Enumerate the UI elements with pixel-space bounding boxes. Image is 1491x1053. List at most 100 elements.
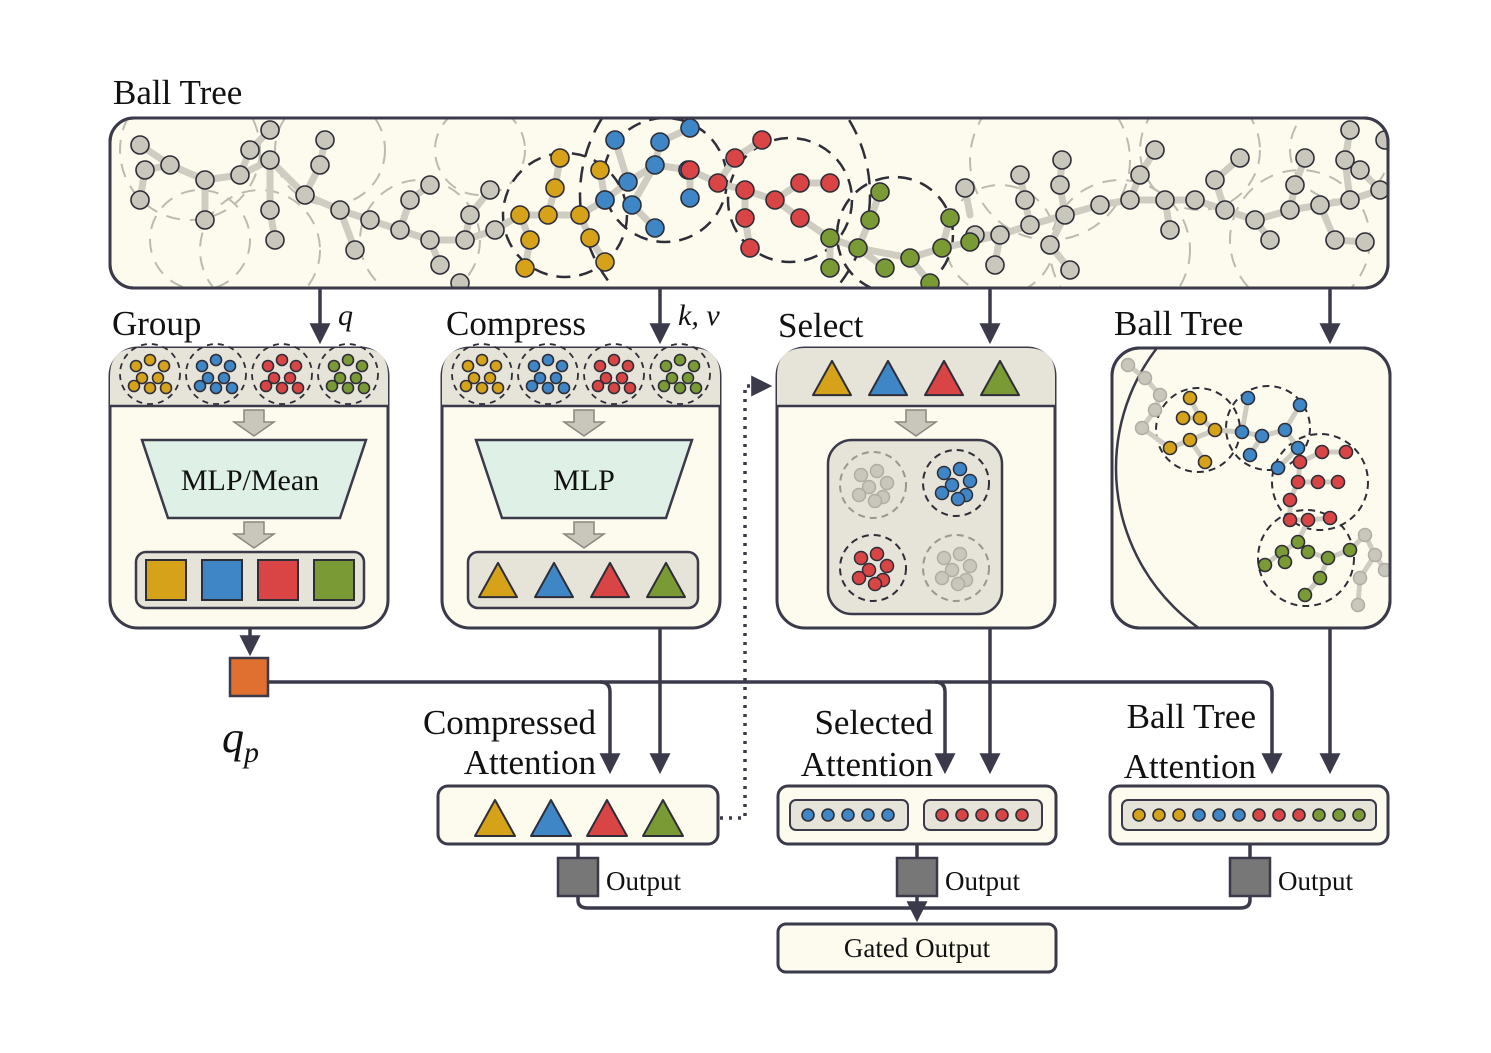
point-cloud-tree [119,118,1388,288]
token-dot [975,808,989,822]
ball-boundary [185,343,247,405]
token-dot [1332,808,1346,822]
cluster-point [209,353,223,367]
ball-point [962,558,978,574]
output-label: Output [1278,866,1354,896]
compress-title: Compress [446,304,586,343]
cluster-point [267,371,281,385]
connector-lines [268,628,1341,775]
cluster-point [291,381,305,395]
ball-boundary [649,343,711,405]
ball-boundary [119,118,261,221]
point [645,218,665,238]
point [590,160,610,180]
point [1285,175,1305,195]
cluster-point [223,359,237,373]
point [1134,420,1150,436]
point [1330,474,1346,490]
triangle-token [530,799,572,837]
cluster-point [355,359,369,373]
point [725,148,745,168]
point [1257,557,1273,573]
cluster-point [341,353,355,367]
point [1277,554,1293,570]
point [618,172,638,192]
down-arrow-icon [231,521,277,549]
point [1020,215,1040,235]
point [330,200,350,220]
point [1297,587,1313,603]
cluster-point [623,381,637,395]
point [1282,492,1298,508]
point [1357,527,1373,543]
balltree-attention-line2: Attention [1124,747,1256,786]
ball-boundary [501,151,629,279]
cluster-point [687,359,701,373]
point [1120,357,1136,373]
cluster-point [459,379,473,393]
cluster-point [489,359,503,373]
ball-boundary [434,118,526,196]
mlp-mean-label: MLP/Mean [181,464,319,497]
cluster-point [673,353,687,367]
dotted-selection-link [720,375,773,820]
ball-boundary [317,343,379,405]
point [550,148,570,168]
point [430,255,450,275]
point [1340,120,1360,140]
compressed-attention-line2: Attention [464,743,596,782]
cluster-point [607,381,621,395]
point [265,230,285,250]
mlp-mean-block [140,438,368,520]
point [570,205,590,225]
selected-attention-line1: Selected [814,703,933,742]
top-arrows [309,288,1341,345]
point [345,240,365,260]
ball-point [934,570,950,586]
cluster-point [657,379,671,393]
ball-point [853,550,869,566]
square-token [313,559,355,601]
compressed-attention-line1: Compressed [423,703,597,742]
point [645,155,665,175]
point [260,120,280,140]
point [1300,512,1316,528]
point [650,132,670,152]
point [195,170,215,190]
compress-tokens [478,561,686,599]
cluster-point [143,381,157,395]
point [1155,190,1175,210]
ball-point [851,570,867,586]
ball-point [936,465,952,481]
ball-boundary [1139,118,1261,211]
point [460,205,480,225]
point [1052,150,1072,170]
point [420,230,440,250]
point [400,190,420,210]
point [1335,150,1355,170]
point [735,208,755,228]
point [1205,170,1225,190]
point [515,258,535,278]
triangle-token [646,561,686,599]
point [1310,195,1330,215]
ball-point [867,576,883,592]
point [1340,190,1360,210]
ball-point [861,562,877,578]
ball-boundary [583,343,645,405]
point [1137,370,1153,386]
point [1342,542,1358,558]
point [820,173,840,193]
q-arrow-label: q [338,299,353,332]
point [1192,410,1208,426]
point [990,225,1010,245]
point [1290,534,1306,550]
token-dot [995,808,1009,822]
cluster-point [673,381,687,395]
triangle-token [924,359,964,397]
cluster-point [357,381,371,395]
output-node-compressed [556,856,600,898]
point [1292,454,1308,470]
point [1325,230,1345,250]
ball-point [952,461,968,477]
